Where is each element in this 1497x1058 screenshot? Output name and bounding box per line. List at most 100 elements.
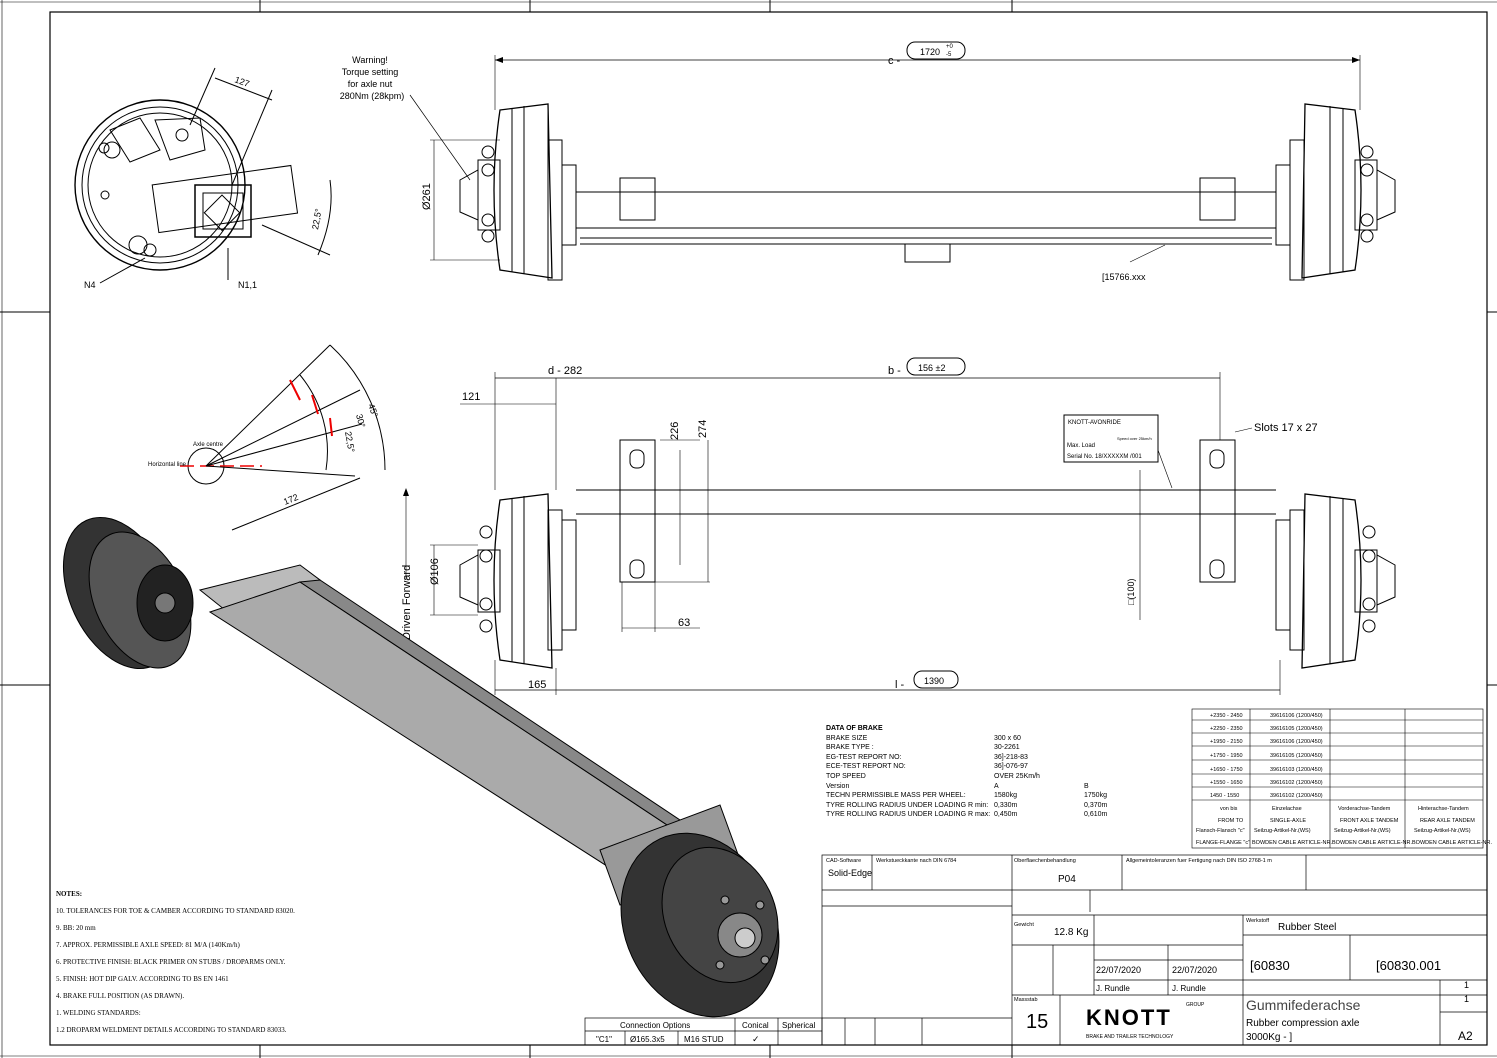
cad-software-value: Solid-Edge [828, 868, 872, 878]
svg-text:+1950 - 2150: +1950 - 2150 [1210, 739, 1243, 745]
label-n4: N4 [84, 280, 96, 290]
notes-section: NOTES: 10. TOLERANCES FOR TOE & CAMBER A… [56, 886, 576, 1039]
axle-3d-illustration [62, 516, 780, 1018]
svg-text:+1550 - 1650: +1550 - 1650 [1210, 780, 1243, 786]
material-value: Rubber Steel [1278, 922, 1336, 933]
dim-63: 63 [678, 617, 690, 629]
dim-dia261: Ø261 [421, 183, 433, 210]
svg-text:39616105 (1200/450): 39616105 (1200/450) [1270, 726, 1323, 732]
brake-backplate-view: 127 22,5° N4 N1,1 [74, 67, 332, 290]
svg-text:-5: -5 [946, 52, 952, 58]
svg-text:CAD-Software: CAD-Software [826, 858, 861, 864]
svg-text:b -: b - [888, 365, 901, 377]
svg-text:Vorderachse-Tandem: Vorderachse-Tandem [1338, 806, 1391, 812]
note-item: 6. PROTECTIVE FINISH: BLACK PRIMER ON ST… [56, 958, 286, 966]
svg-text:45°: 45° [366, 402, 380, 419]
svg-text:1: 1 [1464, 994, 1469, 1004]
dim-22-5: 22,5° [310, 207, 324, 230]
svg-text:172: 172 [282, 492, 300, 507]
brake-data-title: DATA OF BRAKE [826, 725, 883, 732]
warning-note: Warning! Torque setting for axle nut 280… [340, 55, 471, 181]
driven-forward-label: Driven Forward [401, 565, 413, 640]
note-item: 4. BRAKE FULL POSITION (AS DRAWN). [56, 992, 185, 1000]
svg-text:REAR AXLE TANDEM: REAR AXLE TANDEM [1420, 818, 1475, 824]
svg-text:Hinterachse-Tandem: Hinterachse-Tandem [1418, 806, 1469, 812]
svg-text:c -: c - [888, 55, 901, 67]
svg-text:GROUP: GROUP [1186, 1002, 1205, 1008]
weight-value: 12.8 Kg [1054, 927, 1088, 938]
svg-text:Max. Load: Max. Load [1067, 443, 1095, 449]
svg-text:FROM TO: FROM TO [1218, 818, 1244, 824]
dim-l: 1390 [924, 676, 944, 686]
svg-text:l -: l - [895, 679, 905, 691]
dim-121: 121 [462, 391, 480, 403]
dim-d: d - 282 [548, 365, 582, 377]
svg-text:Flansch-Flansch "c": Flansch-Flansch "c" [1196, 828, 1245, 834]
title-german: Gummifederachse [1246, 997, 1361, 1013]
dim-c: 1720 [920, 47, 940, 57]
svg-text:Massstab: Massstab [1014, 997, 1038, 1003]
part-number: [15766.xxx [1102, 272, 1146, 282]
svg-text:39616106 (1200/450): 39616106 (1200/450) [1270, 739, 1323, 745]
svg-text:"C1": "C1" [596, 1035, 612, 1044]
axle-top-view: c - 1720 +0 -5 Ø261 [421, 41, 1396, 282]
svg-text:BOWDEN CABLE ARTICLE-NR.: BOWDEN CABLE ARTICLE-NR. [1412, 840, 1492, 846]
note-item: 9. BB: 20 mm [56, 924, 96, 932]
svg-text:22/07/2020: 22/07/2020 [1172, 965, 1217, 975]
svg-text:280Nm (28kpm): 280Nm (28kpm) [340, 91, 405, 101]
dim-274: 274 [697, 420, 709, 438]
svg-text:Allgemeintoleranzen fuer Ferti: Allgemeintoleranzen fuer Fertigung nach … [1126, 858, 1272, 864]
svg-text:Spherical: Spherical [782, 1021, 816, 1030]
title-english: Rubber compression axle [1246, 1018, 1360, 1029]
dim-127: 127 [233, 74, 251, 89]
drawing-number: [60830 [1250, 958, 1290, 973]
svg-text:FRONT AXLE TANDEM: FRONT AXLE TANDEM [1340, 818, 1399, 824]
svg-text:Ø165.3x5: Ø165.3x5 [630, 1035, 665, 1044]
article-number: [60830.001 [1376, 958, 1441, 973]
svg-text:J. Rundle: J. Rundle [1172, 984, 1206, 993]
range-table-grid [1191, 708, 1484, 849]
svg-text:BOWDEN CABLE ARTICLE-NR.: BOWDEN CABLE ARTICLE-NR. [1332, 840, 1412, 846]
svg-text:Gewicht: Gewicht [1014, 922, 1034, 928]
svg-text:M16 STUD: M16 STUD [684, 1035, 724, 1044]
svg-text:✓: ✓ [752, 1034, 760, 1044]
svg-text:Conical: Conical [742, 1021, 769, 1030]
dim-dia106: Ø106 [429, 558, 441, 585]
slots-label: Slots 17 x 27 [1254, 422, 1318, 434]
svg-text:BRAKE AND TRAILER TECHNOLOGY: BRAKE AND TRAILER TECHNOLOGY [1086, 1034, 1174, 1040]
svg-text:39616102 (1200/450): 39616102 (1200/450) [1270, 780, 1323, 786]
scale-value: 15 [1026, 1011, 1048, 1033]
svg-text:von bis: von bis [1220, 806, 1238, 812]
svg-text:Axle centre: Axle centre [193, 442, 224, 448]
svg-text:Speed over 25km/h: Speed over 25km/h [1117, 436, 1152, 441]
note-item: 1. WELDING STANDARDS: [56, 1009, 141, 1017]
svg-text:22/07/2020: 22/07/2020 [1096, 965, 1141, 975]
dim-b: 156 ±2 [918, 363, 945, 373]
svg-text:+2350 - 2450: +2350 - 2450 [1210, 713, 1243, 719]
svg-text:39616106 (1200/450): 39616106 (1200/450) [1270, 713, 1323, 719]
svg-text:KNOTT-AVONRIDE: KNOTT-AVONRIDE [1068, 420, 1121, 426]
svg-text:Seilzug-Artikel-Nr.(WS): Seilzug-Artikel-Nr.(WS) [1254, 828, 1311, 834]
nameplate: KNOTT-AVONRIDE Max. Load Speed over 25km… [1063, 414, 1173, 489]
svg-text:Serial No. 18/XXXXXM /001: Serial No. 18/XXXXXM /001 [1067, 454, 1142, 460]
svg-text:+0: +0 [946, 44, 954, 50]
svg-text:Seilzug-Artikel-Nr.(WS): Seilzug-Artikel-Nr.(WS) [1334, 828, 1391, 834]
sheet-size: A2 [1458, 1029, 1473, 1043]
svg-text:Werkstoff: Werkstoff [1246, 918, 1269, 924]
svg-text:Connection Options: Connection Options [620, 1021, 690, 1030]
svg-text:J. Rundle: J. Rundle [1096, 984, 1130, 993]
note-item: 10. TOLERANCES FOR TOE & CAMBER ACCORDIN… [56, 907, 295, 915]
note-item: 5. FINISH: HOT DIP GALV. ACCORDING TO BS… [56, 975, 229, 983]
svg-text:Torque setting: Torque setting [342, 67, 399, 77]
svg-text:22,5°: 22,5° [343, 431, 357, 454]
surface-value: P04 [1058, 874, 1076, 885]
label-n11: N1,1 [238, 280, 257, 290]
svg-text:30°: 30° [354, 413, 367, 429]
svg-text:Horizontal line: Horizontal line [148, 462, 187, 468]
notes-title: NOTES: [56, 890, 83, 898]
svg-text:BOWDEN CABLE ARTICLE-NR.: BOWDEN CABLE ARTICLE-NR. [1252, 840, 1332, 846]
svg-text:Einzelachse: Einzelachse [1272, 806, 1302, 812]
